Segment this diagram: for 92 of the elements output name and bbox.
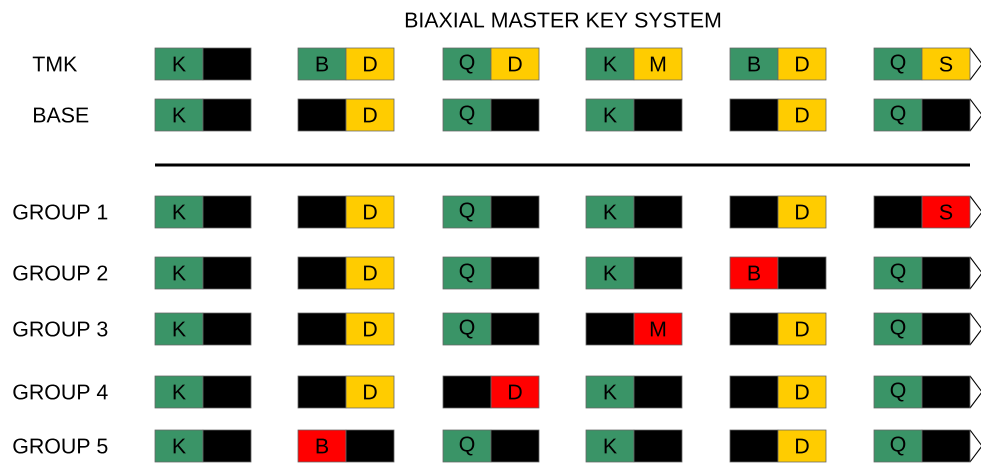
key-segment: K <box>154 256 204 290</box>
key-segment <box>922 256 970 290</box>
key-segment <box>634 98 682 132</box>
key-segment: S <box>922 196 970 228</box>
key-segment: D <box>346 48 394 80</box>
key-segment: K <box>154 312 204 346</box>
key-segment <box>490 98 540 132</box>
key-segment: D <box>490 48 540 80</box>
key-segment: D <box>778 376 826 408</box>
key-segment: D <box>346 376 394 408</box>
key-segment: Q <box>442 312 492 346</box>
key-segment: D <box>778 196 826 228</box>
key-segment <box>298 256 346 290</box>
key-segment <box>730 98 778 132</box>
key-segment: Q <box>874 430 922 462</box>
key-segment: K <box>154 376 204 408</box>
key-segment <box>634 430 682 462</box>
key-segment: B <box>298 430 346 462</box>
key-segment: K <box>586 256 634 290</box>
key-segment: K <box>586 430 634 462</box>
key-segment: D <box>490 376 540 408</box>
key-segment <box>298 196 346 228</box>
key-segment <box>634 256 682 290</box>
row-label: GROUP 5 <box>13 438 108 454</box>
key-segment: K <box>586 48 634 80</box>
key-segment <box>730 312 778 346</box>
key-segment <box>490 312 540 346</box>
key-segment: D <box>778 98 826 132</box>
key-segment: B <box>298 48 346 80</box>
key-segment <box>730 430 778 462</box>
key-segment: K <box>586 196 634 228</box>
key-segment: Q <box>442 196 492 228</box>
key-segment: M <box>634 312 682 346</box>
key-segment <box>490 196 540 228</box>
row-label: BASE <box>34 107 88 123</box>
key-segment: K <box>154 98 204 132</box>
key-segment: Q <box>874 256 922 290</box>
key-segment <box>202 256 252 290</box>
key-segment: K <box>154 48 204 80</box>
key-segment: Q <box>874 98 922 132</box>
key-segment: Q <box>442 98 492 132</box>
key-segment <box>490 430 540 462</box>
key-segment <box>442 376 492 408</box>
key-segment: D <box>778 312 826 346</box>
key-segment: K <box>154 430 204 462</box>
key-segment <box>202 98 252 132</box>
key-segment <box>634 196 682 228</box>
key-segment: D <box>346 256 394 290</box>
key-segment: D <box>778 430 826 462</box>
key-segment <box>922 312 970 346</box>
key-segment: D <box>346 98 394 132</box>
key-segment: D <box>778 48 826 80</box>
row-label: TMK <box>32 56 78 72</box>
key-segment <box>298 376 346 408</box>
key-segment: D <box>346 312 394 346</box>
key-segment <box>634 376 682 408</box>
key-segment <box>922 98 970 132</box>
key-segment: S <box>922 48 970 80</box>
row-label: GROUP 1 <box>13 204 108 220</box>
key-segment: M <box>634 48 682 80</box>
key-segment: Q <box>874 376 922 408</box>
key-segment <box>490 256 540 290</box>
key-segment: Q <box>442 256 492 290</box>
key-segment <box>202 376 252 408</box>
key-segment <box>346 430 394 462</box>
row-label: GROUP 3 <box>13 321 108 337</box>
key-segment <box>778 256 826 290</box>
key-segment <box>922 430 970 462</box>
key-segment <box>202 48 252 80</box>
title: BIAXIAL MASTER KEY SYSTEM <box>406 12 720 28</box>
key-segment: Q <box>442 430 492 462</box>
key-segment <box>586 312 634 346</box>
key-segment: Q <box>874 48 922 80</box>
key-segment: K <box>586 98 634 132</box>
key-segment <box>730 376 778 408</box>
key-segment <box>298 98 346 132</box>
key-segment <box>922 376 970 408</box>
key-segment <box>730 196 778 228</box>
key-segment: B <box>730 256 778 290</box>
key-segment: Q <box>442 48 492 80</box>
key-segment: K <box>586 376 634 408</box>
key-segment <box>202 196 252 228</box>
row-label: GROUP 4 <box>13 384 108 400</box>
key-segment <box>202 312 252 346</box>
key-segment <box>298 312 346 346</box>
key-segment <box>874 196 922 228</box>
key-segment: B <box>730 48 778 80</box>
key-segment: D <box>346 196 394 228</box>
key-segment <box>202 430 252 462</box>
row-label: GROUP 2 <box>13 265 108 281</box>
key-segment: Q <box>874 312 922 346</box>
key-segment: K <box>154 196 204 228</box>
